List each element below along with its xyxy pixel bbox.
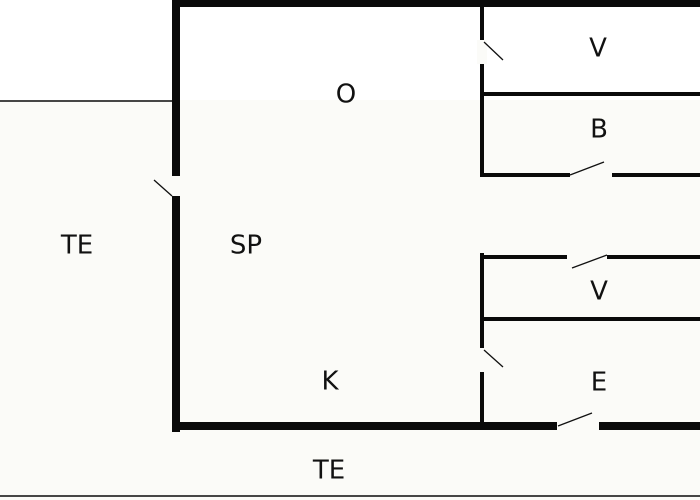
- room-label-sp: SP: [230, 231, 262, 261]
- door-opening-entrance: [557, 422, 599, 430]
- door-leaf-terrace: [153, 179, 173, 197]
- door-leaf-v-bottom: [571, 254, 608, 269]
- room-label-te-bottom: TE: [312, 456, 345, 486]
- door-leaf-e: [483, 349, 504, 368]
- door-leaf-entrance: [557, 412, 593, 427]
- room-label-v-top: V: [589, 34, 607, 64]
- floor-area: [0, 100, 700, 500]
- room-label-b: B: [590, 115, 608, 145]
- outside-area: [0, 0, 176, 100]
- door-leaf-v-top: [483, 41, 504, 61]
- door-opening-b: [570, 171, 612, 179]
- room-label-o: O: [336, 80, 356, 110]
- room-label-e: E: [591, 368, 607, 398]
- door-leaf-b: [569, 161, 605, 176]
- room-label-k: K: [321, 367, 339, 397]
- door-opening-v-bottom: [567, 253, 607, 261]
- door-opening-terrace: [170, 176, 182, 196]
- room-label-te-left: TE: [60, 231, 93, 261]
- room-label-v-bottom: V: [590, 277, 608, 307]
- door-opening-v-top: [477, 40, 487, 64]
- door-opening-e: [477, 348, 487, 372]
